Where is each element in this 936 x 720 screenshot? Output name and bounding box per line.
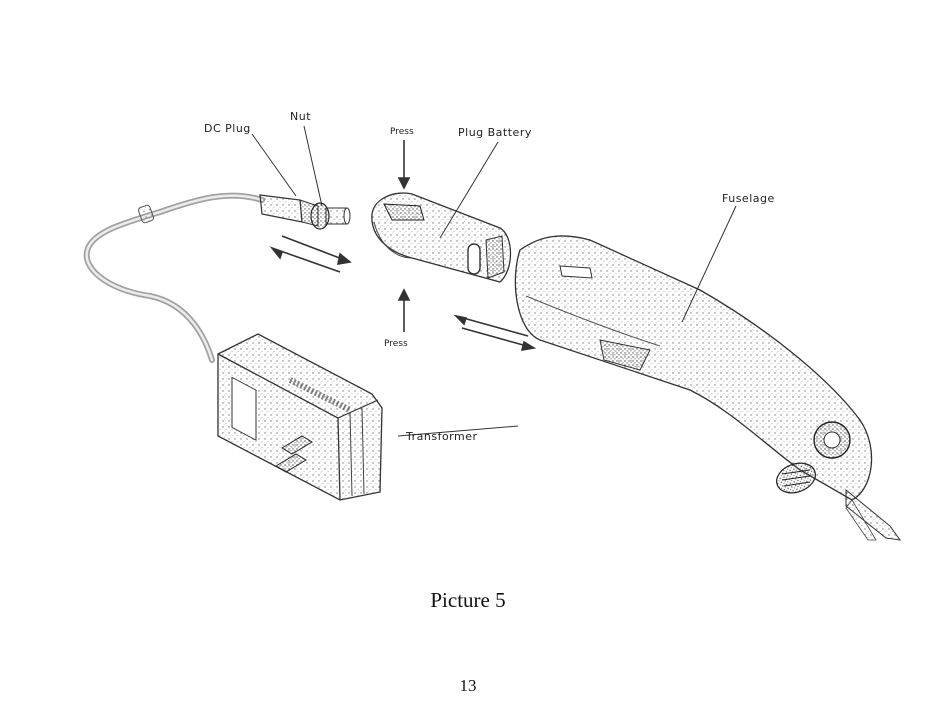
dc-plug-leader [252, 134, 296, 196]
dc-plug [260, 195, 318, 226]
fuselage [515, 236, 900, 540]
label-press-bottom: Press [384, 339, 408, 349]
label-dc-plug: DC Plug [204, 122, 251, 135]
nut-leader [304, 126, 322, 206]
label-transformer: Transformer [405, 430, 478, 443]
figure-caption: Picture 5 [0, 588, 936, 613]
label-fuselage: Fuselage [722, 192, 775, 205]
label-plug-battery: Plug Battery [458, 126, 532, 139]
nut [311, 203, 350, 229]
transformer [218, 334, 382, 500]
power-cord [87, 196, 262, 360]
plug-battery [372, 193, 511, 282]
label-press-top: Press [390, 127, 414, 137]
label-nut: Nut [290, 110, 311, 123]
page-number: 13 [0, 676, 936, 696]
